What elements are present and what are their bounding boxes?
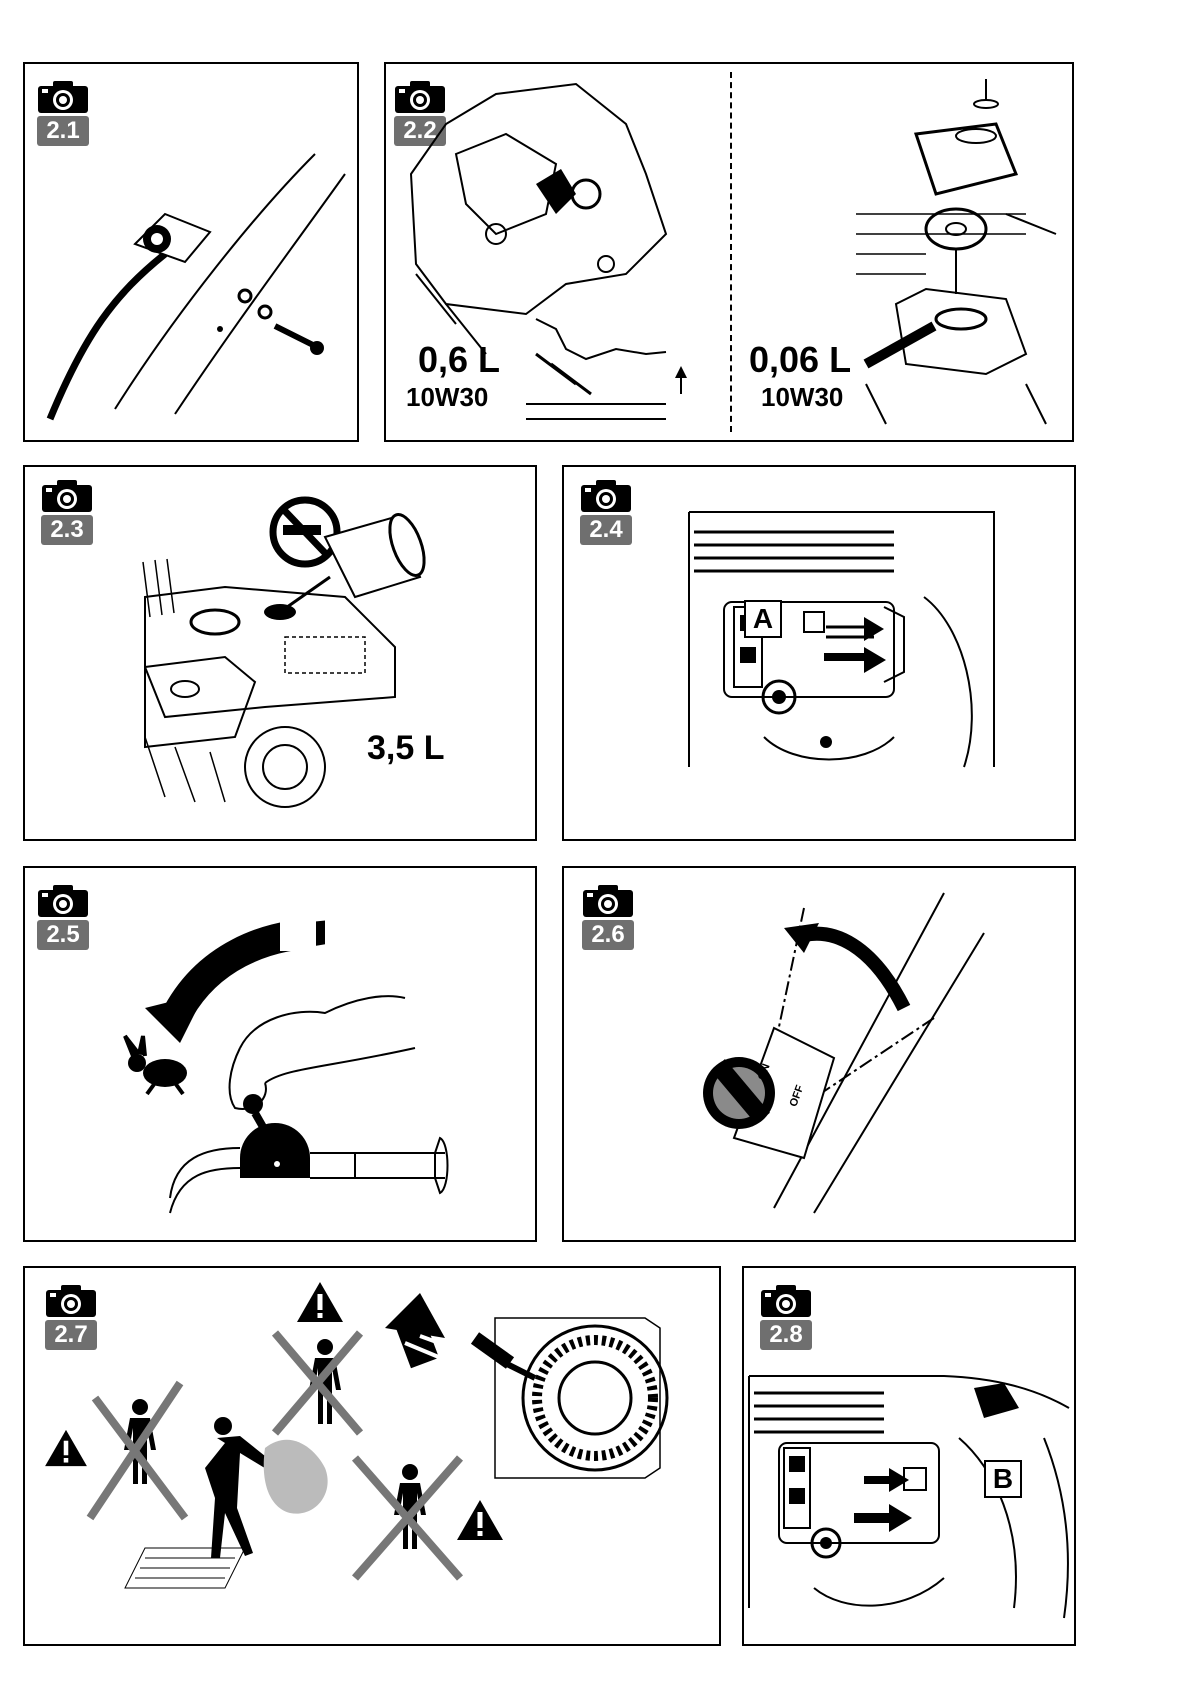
figure-2-6-marker: 2.6: [582, 884, 634, 950]
oil-grade-engine: 10W30: [406, 382, 489, 412]
illustration-fuel-fill: [142, 496, 426, 808]
figure-2-6-panel: 2.6 ON OFF: [562, 866, 1076, 1242]
illustration-fuel-valve: [688, 511, 995, 768]
figure-2-2-marker: 2.2: [394, 80, 446, 146]
figure-number: 2.2: [394, 116, 446, 146]
illustration-cable-mount: [46, 153, 346, 421]
warning-triangle-icon: [297, 1282, 343, 1322]
figure-number: 2.7: [45, 1320, 97, 1350]
figure-2-7-panel: 2.7: [23, 1266, 721, 1646]
warning-triangle-icon: [457, 1500, 503, 1540]
oil-grade-air-filter: 10W30: [761, 382, 844, 412]
figure-2-5-panel: 2.5: [23, 866, 537, 1242]
panel-divider: [730, 72, 732, 432]
figure-number: 2.3: [41, 515, 93, 545]
illustration-start-safety: [25, 1268, 669, 1589]
figure-2-4-panel: 2.4 A: [562, 465, 1076, 841]
figure-number: 2.5: [37, 920, 89, 950]
no-smoking-icon: [269, 496, 341, 568]
valve-marker-label: B: [984, 1460, 1022, 1498]
valve-marker-label: A: [744, 600, 782, 638]
oil-amount-engine: 0,6 L: [418, 339, 501, 380]
figure-2-7-marker: 2.7: [45, 1284, 97, 1350]
illustration-throttle: [123, 913, 449, 1214]
figure-number: 2.1: [37, 116, 89, 146]
figure-2-4-marker: 2.4: [580, 479, 632, 545]
figure-2-2-panel: 2.2 0,6 L 10W30 0,06 L 10W30: [384, 62, 1074, 442]
oil-amount-air-filter: 0,06 L: [749, 339, 852, 380]
fuel-amount: 3,5 L: [367, 729, 445, 767]
figure-2-1-panel: 2.1: [23, 62, 359, 442]
figure-number: 2.8: [760, 1320, 812, 1350]
figure-2-8-marker: 2.8: [760, 1284, 812, 1350]
illustration-ignition-switch: [703, 892, 985, 1214]
illustration-fuel-valve-off: [748, 1375, 1070, 1619]
warning-triangle-icon: [45, 1430, 87, 1466]
figure-2-5-marker: 2.5: [37, 884, 89, 950]
figure-2-3-marker: 2.3: [41, 479, 93, 545]
rabbit-icon: [123, 1034, 187, 1096]
figure-number: 2.4: [580, 515, 632, 545]
figure-2-8-panel: 2.8 B: [742, 1266, 1076, 1646]
figure-number: 2.6: [582, 920, 634, 950]
illustration-engine-oil: [409, 79, 1057, 425]
figure-2-1-marker: 2.1: [37, 80, 89, 146]
figure-2-3-panel: 2.3 3,5 L: [23, 465, 537, 841]
